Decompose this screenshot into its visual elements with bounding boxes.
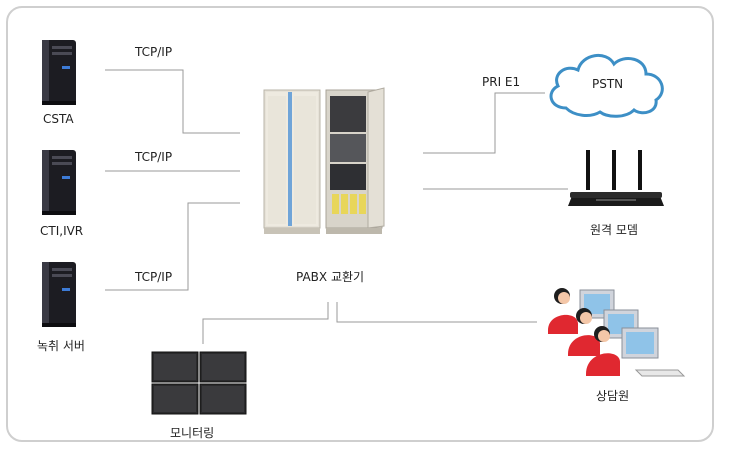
tcpip-label-csta: TCP/IP — [135, 45, 173, 59]
recording-server-label: 녹취 서버 — [37, 339, 85, 353]
pabx-label: PABX 교환기 — [296, 270, 365, 284]
line-csta — [105, 69, 240, 134]
pabx-cabinet-icon — [263, 87, 385, 234]
line-recording — [105, 202, 240, 291]
tcpip-label-cti: TCP/IP — [135, 150, 173, 164]
monitor-wall-icon — [151, 351, 247, 415]
csta-label: CSTA — [43, 112, 74, 126]
agents-label: 상담원 — [596, 389, 630, 403]
modem-label: 원격 모뎀 — [590, 223, 638, 237]
cti-ivr-server-icon — [42, 150, 76, 215]
cti-ivr-label: CTI,IVR — [40, 224, 84, 238]
pstn-cloud-icon — [549, 54, 664, 118]
monitor-label: 모니터링 — [170, 426, 215, 440]
recording-server-icon — [42, 262, 76, 327]
pstn-label: PSTN — [592, 77, 624, 91]
tcpip-label-recording: TCP/IP — [135, 270, 173, 284]
line-agents — [336, 302, 537, 323]
csta-server-icon — [42, 40, 76, 105]
pri-e1-label: PRI E1 — [482, 75, 521, 89]
line-monitor — [202, 302, 329, 344]
router-icon — [568, 150, 664, 206]
agents-icon — [548, 288, 686, 377]
line-pstn — [423, 92, 545, 154]
